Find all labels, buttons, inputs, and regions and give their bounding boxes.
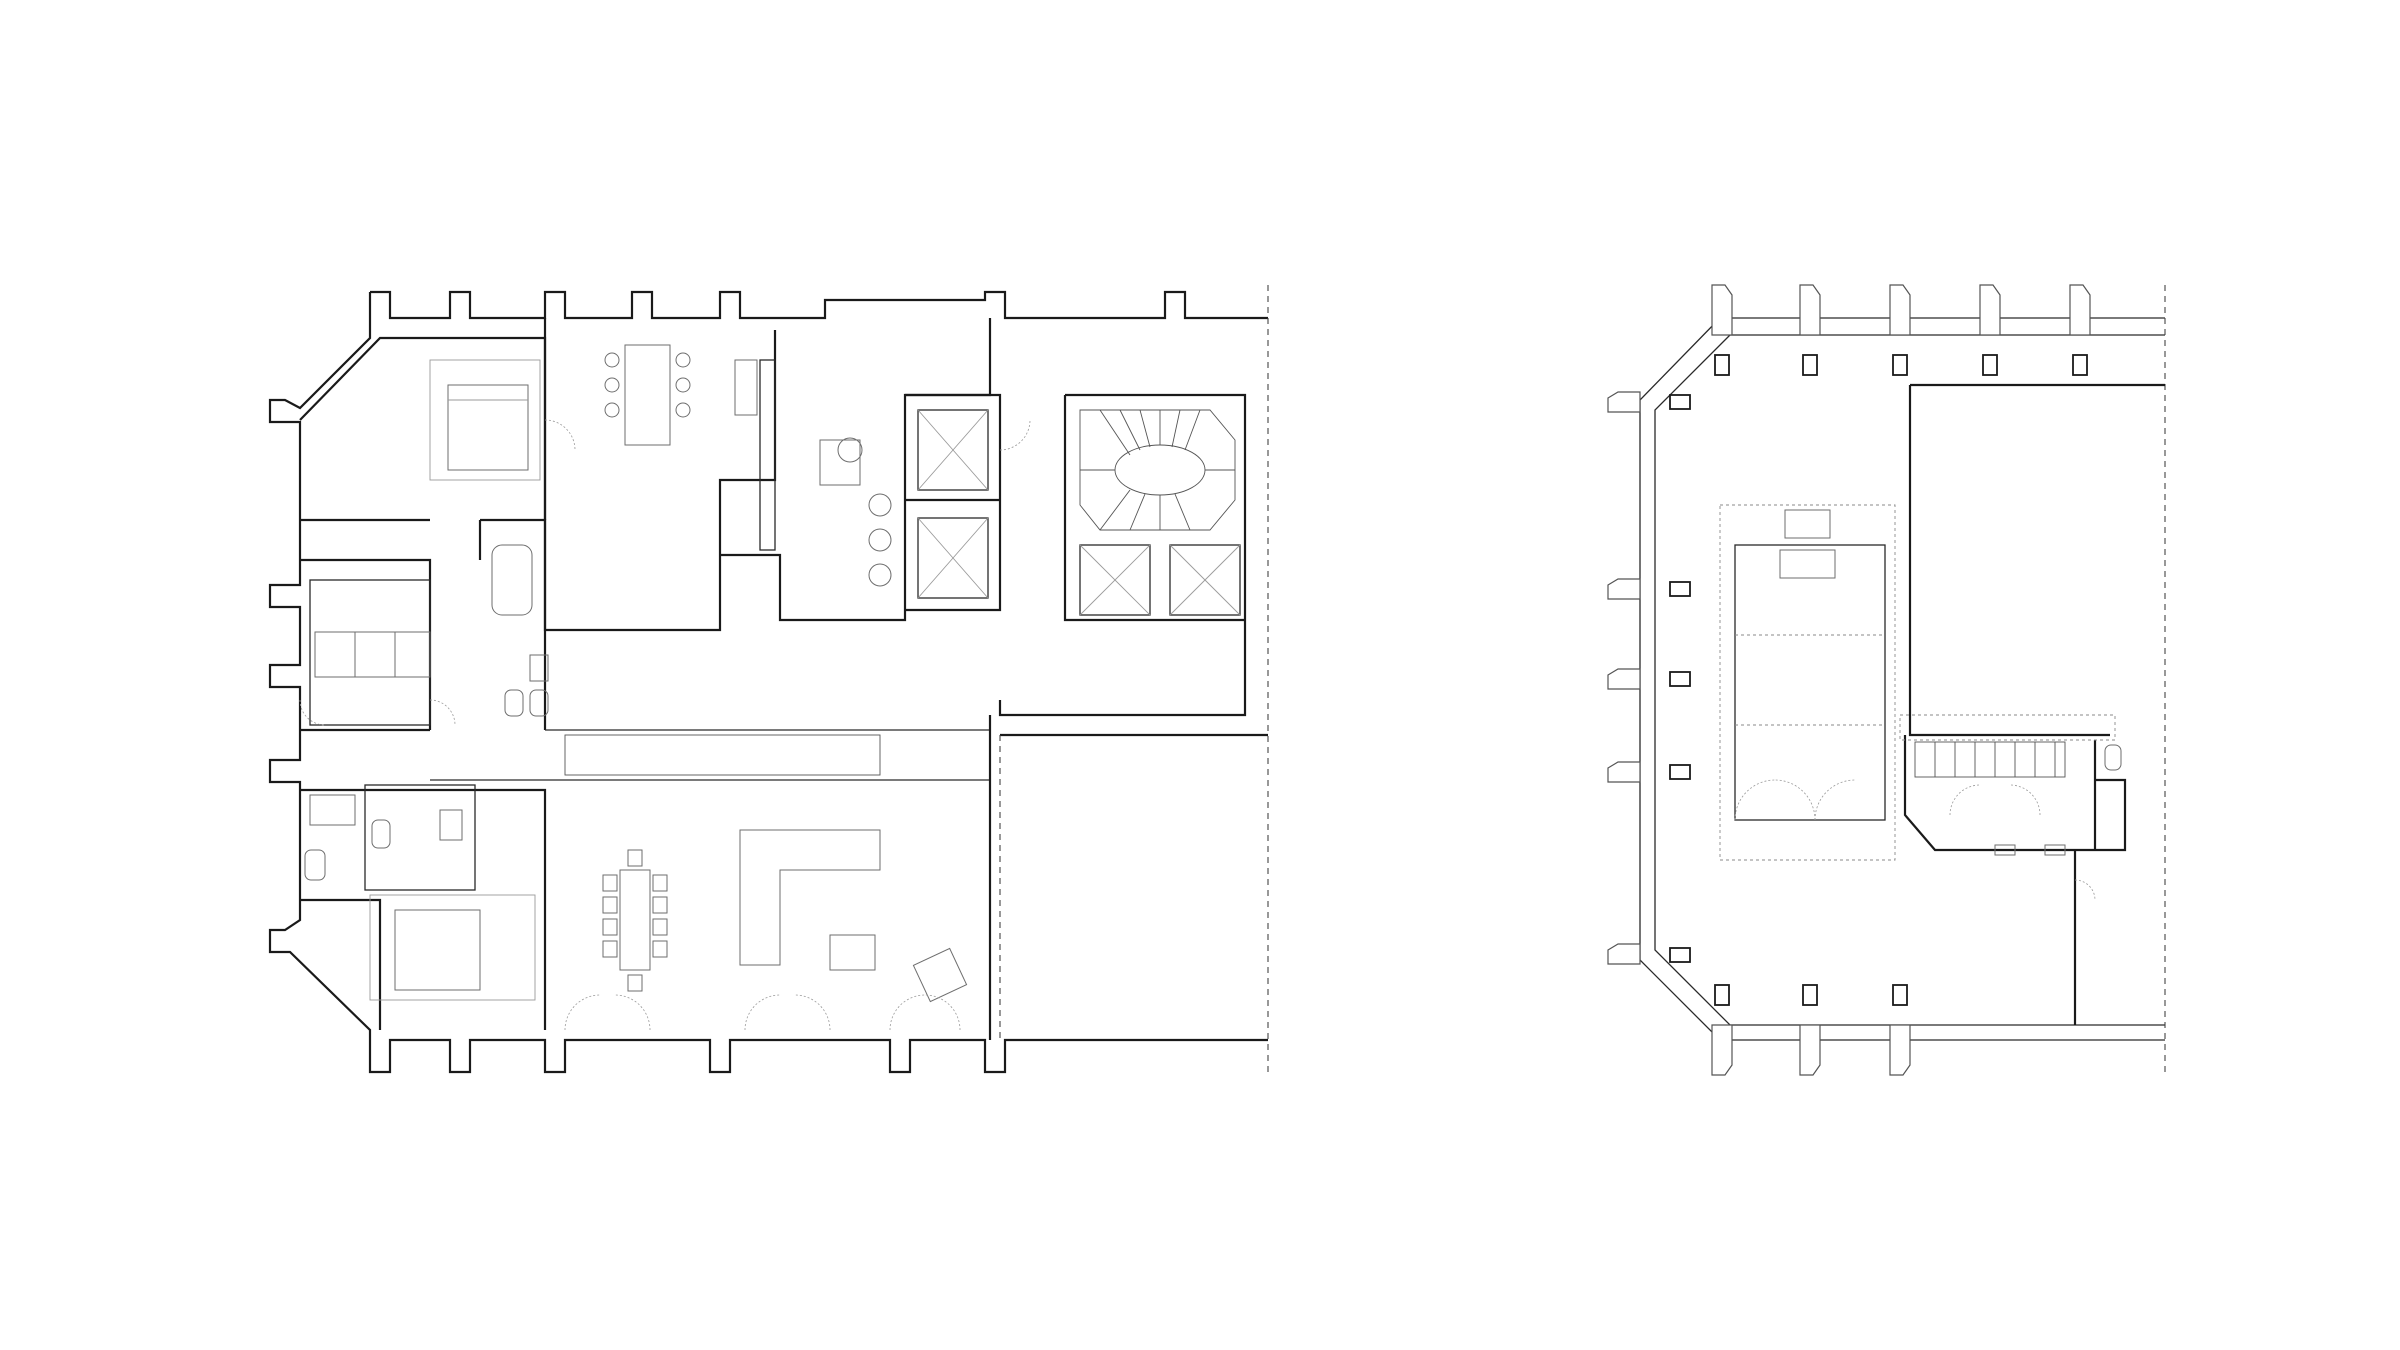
- bath-2: [364, 784, 476, 891]
- round-table: [837, 437, 863, 463]
- living-room-walls: [988, 715, 1268, 1040]
- roof-outline-outer: [1639, 317, 2165, 1041]
- corridor-stair: [564, 734, 881, 776]
- lounge-room: [309, 579, 431, 726]
- sink-2: [439, 809, 463, 841]
- bedroom-2-walls: [300, 788, 547, 1030]
- stool-5: [675, 377, 691, 393]
- kitchen-walls: [543, 318, 992, 632]
- cooktop: [734, 359, 758, 416]
- upper-radiator-2: [2044, 844, 2066, 856]
- rug-1: [429, 359, 541, 481]
- plan-main-floor: [268, 285, 1269, 1075]
- bar-stool-3: [868, 563, 892, 587]
- lift-shaft-1: [917, 409, 989, 491]
- bar-stool-1: [868, 493, 892, 517]
- stool-1: [604, 352, 620, 368]
- kitchen-counter: [759, 359, 776, 551]
- pavilion-doors: [1734, 779, 1856, 821]
- counter-block: [819, 439, 861, 486]
- wc-2: [371, 819, 391, 849]
- plan-upper-floor: [1607, 284, 2166, 1076]
- sink-3: [309, 794, 356, 826]
- armchair: [912, 947, 968, 1003]
- exterior-wall-main: [268, 290, 1268, 1074]
- stool-2: [604, 377, 620, 393]
- sectional-sofa: [739, 829, 881, 966]
- service-canopy: [1899, 714, 2116, 741]
- wc-1: [504, 689, 524, 717]
- dining-table: [619, 869, 651, 971]
- lift-shaft-2: [917, 517, 989, 599]
- spiral-stair: [1079, 409, 1236, 531]
- bath-1-walls: [478, 518, 547, 730]
- piers-top: [1711, 284, 2091, 376]
- wc-3: [304, 849, 326, 881]
- pavilion-canopy: [1719, 504, 1896, 861]
- rug-2: [369, 894, 536, 1001]
- upper-stair-run: [1914, 741, 2066, 778]
- bathtub: [491, 544, 533, 616]
- stool-6: [675, 402, 691, 418]
- bar-stool-2: [868, 528, 892, 552]
- upper-wc: [2104, 744, 2122, 771]
- sink-1: [529, 654, 549, 682]
- pavilion-counter: [1779, 549, 1836, 579]
- upper-radiator-1: [1994, 844, 2016, 856]
- bed-1: [447, 384, 529, 471]
- pavilion-room: [1734, 544, 1886, 821]
- piers-left: [1607, 391, 1691, 965]
- pavilion-sink: [1784, 509, 1831, 539]
- upper-main-walls: [1908, 383, 2165, 737]
- bedroom-1-walls: [299, 336, 547, 732]
- door-swings-main: [299, 419, 1031, 1031]
- service-core-walls: [905, 393, 1002, 612]
- dining-chairs: [602, 849, 668, 992]
- lift-4: [1169, 544, 1241, 616]
- kitchen-island-table: [624, 344, 671, 446]
- stair-core-walls: [998, 393, 1247, 717]
- upper-stair-treads: [1934, 742, 2056, 777]
- stool-3: [604, 402, 620, 418]
- sofa-lounge: [314, 631, 431, 678]
- stool-4: [675, 352, 691, 368]
- upper-service-doors: [1949, 784, 2096, 901]
- bidet-1: [529, 689, 549, 717]
- upper-service-walls: [1903, 735, 2127, 1025]
- lift-3: [1079, 544, 1151, 616]
- coffee-table: [829, 934, 876, 971]
- piers-bottom: [1711, 984, 1911, 1076]
- bed-2: [394, 909, 481, 991]
